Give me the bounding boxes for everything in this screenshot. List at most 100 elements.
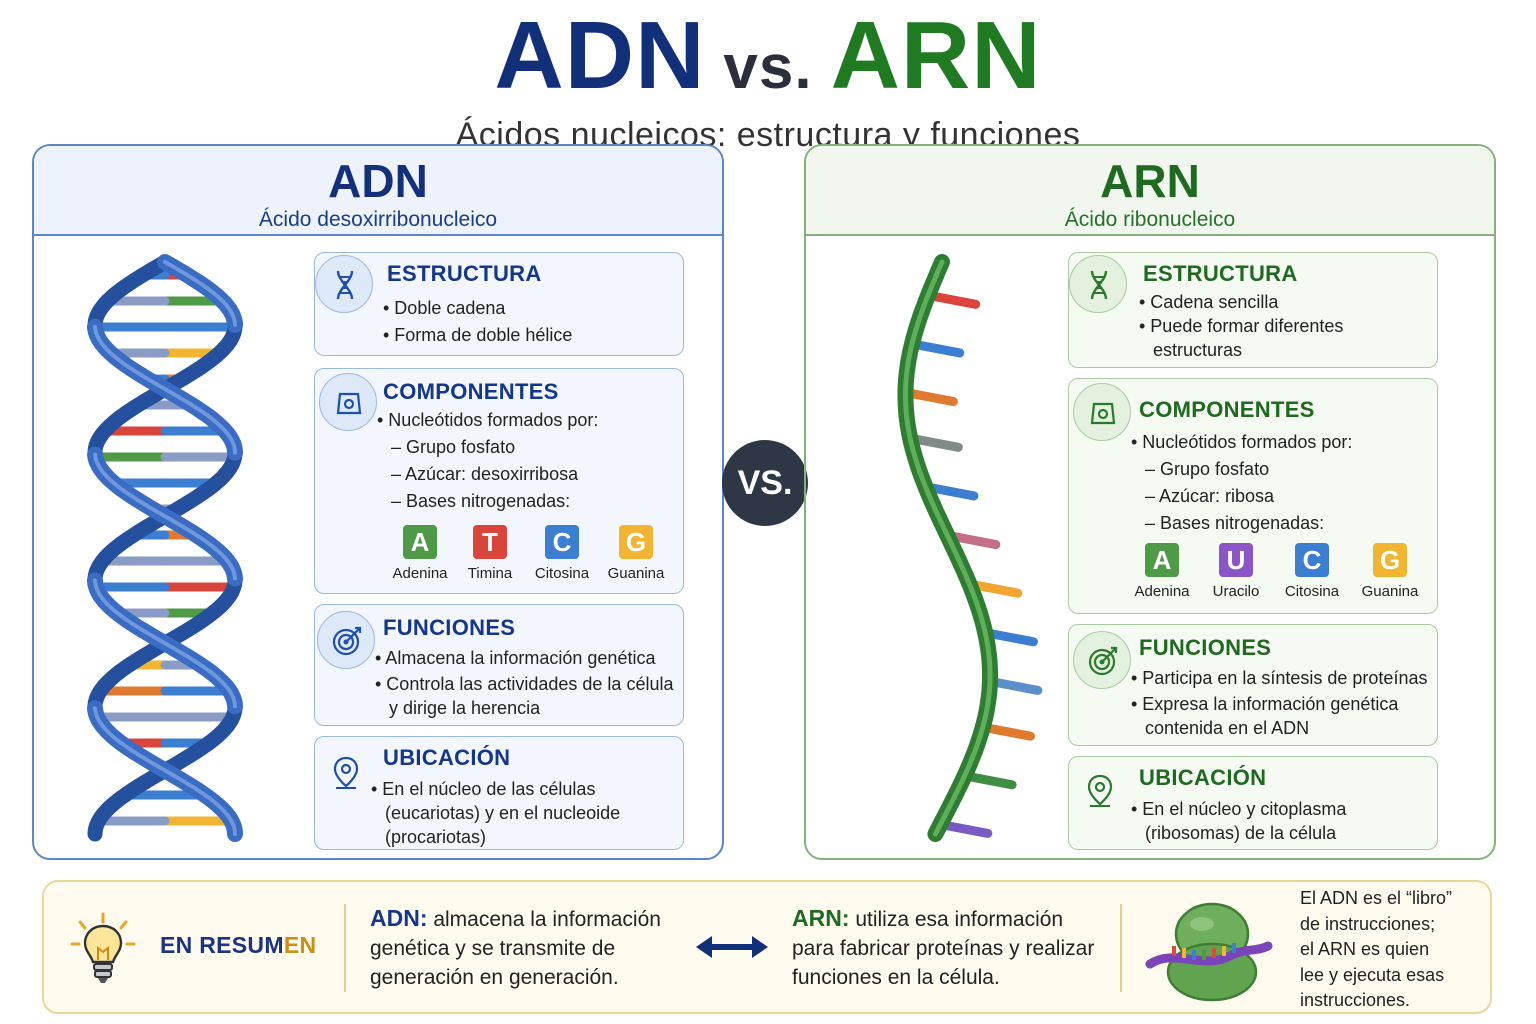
dna-components-line-4: – Bases nitrogenadas: <box>391 491 571 511</box>
summary-book-line-3: el ARN es quien <box>1300 939 1430 959</box>
rna-base-g: G Guanina <box>1351 543 1429 600</box>
summary-arn-text: ARN: utiliza esa información para fabric… <box>792 904 1094 992</box>
dna-double-helix-illustration <box>87 254 243 842</box>
summary-title-accent: EN <box>283 932 317 958</box>
rna-panel-header: ARN Ácido ribonucleico <box>806 146 1494 236</box>
rna-structure-line-2: • Puede formar diferentes <box>1139 316 1344 336</box>
dna-components-line-2: – Grupo fosfato <box>391 437 516 457</box>
summary-divider <box>1120 904 1122 992</box>
rna-functions-line-1: • Participa en la síntesis de proteínas <box>1131 668 1428 688</box>
dna-base-a: A Adenina <box>385 525 455 582</box>
location-pin-icon <box>1071 761 1129 819</box>
rna-nucleotide <box>941 820 993 838</box>
rna-nucleotide <box>965 772 1017 790</box>
rna-nucleotide <box>927 483 979 501</box>
ribosome-icon <box>1144 890 1274 1011</box>
dna-panel: ADN Ácido desoxirribonucleico ESTRUCTURA… <box>32 144 724 860</box>
summary-book-line-1: El ADN es el “libro” <box>1300 888 1453 908</box>
summary-arn-label: ARN: <box>792 905 850 931</box>
rna-components-box: COMPONENTES • Nucleótidos formados por: … <box>1068 378 1438 614</box>
main-title-arn: ARN <box>830 2 1042 109</box>
vs-badge: VS. <box>722 440 808 526</box>
rna-location-line-1: • En el núcleo y citoplasma <box>1131 799 1347 819</box>
rna-structure-line-1: • Cadena sencilla <box>1139 292 1279 312</box>
dna-base-name: Timina <box>467 565 513 582</box>
dna-base-t: T Timina <box>455 525 525 582</box>
dna-bases: A Adenina T Timina C Citosina G Guanina <box>385 525 673 582</box>
dna-panel-header: ADN Ácido desoxirribonucleico <box>34 146 722 236</box>
rna-panel-title: ARN <box>1100 155 1200 207</box>
dna-location-line-3: (procariotas) <box>385 827 487 847</box>
rna-single-strand-illustration <box>897 254 1043 842</box>
rna-base-tile: A <box>1145 543 1179 577</box>
dna-location-line-2: (eucariotas) y en el nucleoide <box>385 803 621 823</box>
dna-strand-highlight <box>93 260 237 836</box>
dna-base-name: Guanina <box>607 565 665 582</box>
summary-adn-line-3: generación en generación. <box>370 966 619 989</box>
nucleotide-icon <box>319 373 377 431</box>
dna-icon <box>315 255 373 313</box>
rna-nucleotide <box>971 580 1023 598</box>
summary-adn-line-2: genética y se transmite de <box>370 937 616 960</box>
dna-functions-title: FUNCIONES <box>383 615 516 640</box>
rna-functions-lines: • Participa en la síntesis de proteínas … <box>1131 665 1427 740</box>
dna-base-tile: A <box>403 525 437 559</box>
dna-structure-line-2: • Forma de doble hélice <box>383 325 573 345</box>
summary-arn-line-1: utiliza esa información <box>849 908 1064 931</box>
summary-arn-line-2: para fabricar proteínas y realizar <box>792 937 1095 960</box>
rna-nucleotide <box>983 723 1035 741</box>
dna-functions-box: FUNCIONES • Almacena la información gené… <box>314 604 684 726</box>
rna-base-a: A Adenina <box>1125 543 1199 600</box>
rna-backbone-highlight <box>903 259 993 837</box>
dna-functions-line-3: y dirige la herencia <box>389 698 541 718</box>
rna-nucleotide <box>911 434 963 452</box>
dna-components-lines: • Nucleótidos formados por: – Grupo fosf… <box>377 407 598 515</box>
dna-components-line-3: – Azúcar: desoxirribosa <box>391 464 579 484</box>
summary-adn-label: ADN: <box>370 905 428 931</box>
rna-functions-line-2: • Expresa la información genética <box>1131 694 1399 714</box>
dna-strand-highlight <box>93 324 237 709</box>
dna-functions-line-2: • Controla las actividades de la célula <box>375 674 674 694</box>
target-icon <box>317 611 375 669</box>
dna-base-g: G Guanina <box>599 525 673 582</box>
rna-panel-subtitle: Ácido ribonucleico <box>1064 208 1236 231</box>
summary-title: EN RESUMEN <box>160 932 316 959</box>
lightbulb-icon <box>68 912 138 991</box>
target-icon <box>1073 631 1131 689</box>
rna-nucleotide <box>929 291 981 309</box>
dna-base-tile: T <box>473 525 507 559</box>
rna-base-u: U Uracilo <box>1199 543 1273 600</box>
dna-structure-lines: • Doble cadena • Forma de doble hélice <box>383 295 572 349</box>
rna-bases: A Adenina U Uracilo C Citosina G Guanina <box>1125 543 1429 600</box>
rna-structure-title: ESTRUCTURA <box>1143 261 1298 286</box>
rna-base-name: Citosina <box>1284 583 1340 600</box>
main-title-adn: ADN <box>494 2 706 109</box>
rna-location-title: UBICACIÓN <box>1139 765 1267 790</box>
summary-adn-text: ADN: almacena la información genética y … <box>370 904 661 992</box>
dna-functions-line-1: • Almacena la información genética <box>375 648 656 668</box>
rna-components-title: COMPONENTES <box>1139 397 1315 422</box>
summary-book-text: El ADN es el “libro” de instrucciones; e… <box>1300 886 1452 1014</box>
rna-components-line-1: • Nucleótidos formados por: <box>1131 432 1353 452</box>
summary-adn-line-1: almacena la información <box>427 908 661 931</box>
dna-panel-title: ADN <box>328 155 428 207</box>
dna-icon <box>1069 255 1127 313</box>
dna-components-title: COMPONENTES <box>383 379 559 404</box>
dna-location-line-1: • En el núcleo de las células <box>371 779 596 799</box>
dna-structure-box: ESTRUCTURA • Doble cadena • Forma de dob… <box>314 252 684 356</box>
rna-structure-box: ESTRUCTURA • Cadena sencilla • Puede for… <box>1068 252 1438 368</box>
main-title-vs: vs. <box>723 33 813 102</box>
rna-functions-title: FUNCIONES <box>1139 635 1272 660</box>
dna-base-c: C Citosina <box>525 525 599 582</box>
dna-base-name: Adenina <box>392 565 448 582</box>
double-arrow-icon <box>694 932 770 967</box>
rna-structure-lines: • Cadena sencilla • Puede formar diferen… <box>1139 290 1343 362</box>
rna-nucleotide <box>991 677 1043 695</box>
dna-components-box: COMPONENTES • Nucleótidos formados por: … <box>314 368 684 594</box>
summary-book-line-5: instrucciones. <box>1300 990 1411 1010</box>
dna-location-lines: • En el núcleo de las células (eucariota… <box>371 777 620 849</box>
rna-nucleotide <box>913 340 965 358</box>
summary-book-line-4: lee y ejecuta esas <box>1300 964 1445 985</box>
